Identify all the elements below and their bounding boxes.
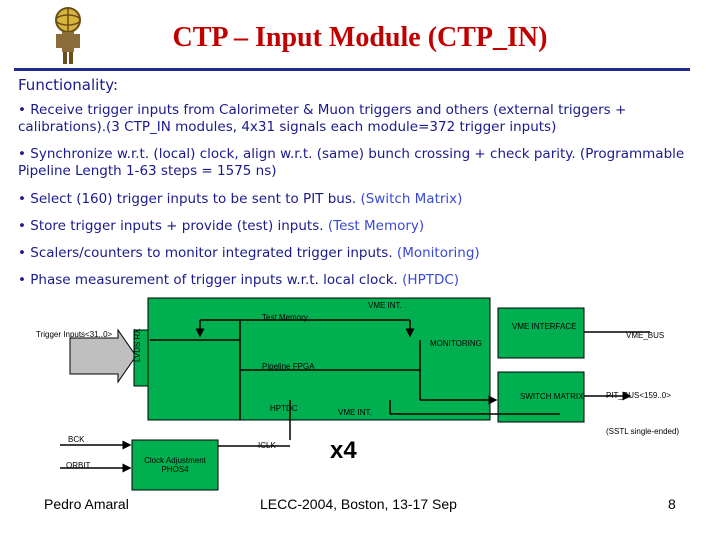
bullet-3-tag: (Switch Matrix) [360, 191, 463, 207]
pit-bus-label: PIT_BUS<159..0> [606, 391, 671, 400]
vme-interface-block [497, 307, 585, 359]
test-memory-label: Test Memory [262, 313, 308, 322]
hptdc-label: HPTDC [270, 404, 298, 413]
bullet-6-text: • Phase measurement of trigger inputs w.… [18, 272, 398, 288]
input-arrow [69, 328, 137, 384]
page-title: CTP – Input Module (CTP_IN) [172, 22, 548, 53]
lvds-rx-label: LVDS RX [133, 328, 142, 362]
lvds-rx-block [133, 329, 149, 387]
module-block [147, 297, 491, 421]
footer-page-number: 8 [668, 496, 676, 512]
vme-int-top-label: VME INT. [368, 301, 402, 310]
trigger-inputs-label: Trigger Inputs<31..0> [36, 330, 113, 339]
footer-event: LECC-2004, Boston, 13-17 Sep [260, 496, 457, 512]
bullet-5: • Scalers/counters to monitor integrated… [18, 245, 690, 262]
bullet-4: • Store trigger inputs + provide (test) … [18, 218, 690, 235]
bullet-6: • Phase measurement of trigger inputs w.… [18, 272, 690, 289]
bck-label: BCK [68, 435, 85, 444]
bullet-3-text: • Select (160) trigger inputs to be sent… [18, 191, 357, 207]
pipeline-fpga-label: Pipeline FPGA [262, 362, 315, 371]
bullet-3: • Select (160) trigger inputs to be sent… [18, 191, 690, 208]
bullet-2-text: • Synchronize w.r.t. (local) clock, alig… [18, 146, 685, 179]
iclk-label: ICLK [258, 441, 276, 450]
bullet-1: • Receive trigger inputs from Calorimete… [18, 102, 690, 136]
section-heading: Functionality: [18, 76, 119, 94]
clock-adjustment-label: Clock Adjustment PHOS4 [144, 456, 206, 474]
monitoring-label: MONITORING [430, 339, 482, 348]
atlas-logo [48, 4, 88, 66]
bullet-4-text: • Store trigger inputs + provide (test) … [18, 218, 324, 234]
bullet-5-text: • Scalers/counters to monitor integrated… [18, 245, 393, 261]
switch-matrix-label: SWITCH MATRIX [520, 392, 584, 401]
multiplier-label: x4 [330, 437, 357, 464]
bullet-1-text: • Receive trigger inputs from Calorimete… [18, 102, 627, 135]
bullet-6-tag: (HPTDC) [402, 272, 460, 288]
sstl-label: (SSTL single-ended) [606, 427, 680, 436]
bullet-5-tag: (Monitoring) [396, 245, 480, 261]
vme-bus-label: VME_BUS [626, 331, 665, 340]
bullet-2: • Synchronize w.r.t. (local) clock, alig… [18, 146, 690, 180]
bullet-4-tag: (Test Memory) [327, 218, 425, 234]
vme-interface-label: VME INTERFACE [512, 322, 577, 331]
vme-int-mid-label: VME INT. [338, 408, 372, 417]
orbit-label: ORBIT [66, 461, 91, 470]
clock-adjustment-block [131, 439, 219, 491]
title-divider [14, 68, 690, 71]
footer-author: Pedro Amaral [44, 496, 129, 512]
